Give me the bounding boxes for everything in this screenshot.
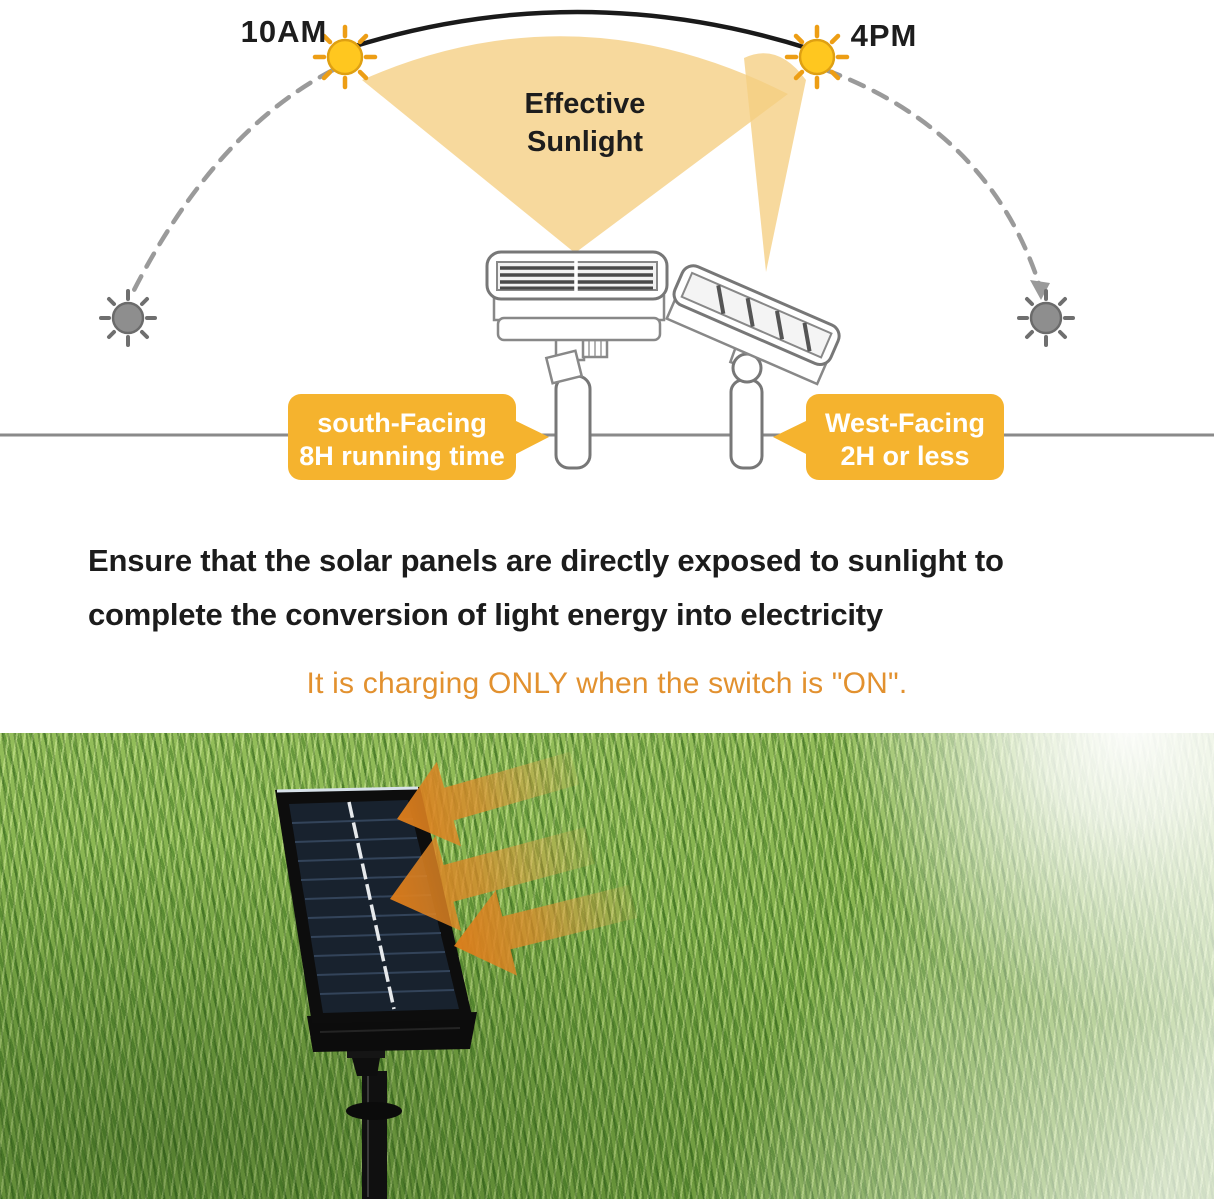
west-facing-panel-sketch [665,264,841,470]
sun-icon [312,24,378,90]
west-facing-callout: West-Facing 2H or less [773,394,1004,480]
instruction-line-2: complete the conversion of light energy … [88,597,883,632]
south-facing-callout-line2: 8H running time [299,441,505,471]
solar-panel-photo-device [275,786,477,1199]
effective-sunlight-label-line2: Sunlight [527,126,643,158]
south-facing-callout-line1: south-Facing [317,408,487,438]
dim-sun-icon [99,289,157,347]
effective-sunlight-beam-main [362,36,788,254]
photo-overlay [275,751,638,1199]
sun-icon [784,24,850,90]
sun-path-arc-dashed-right [823,67,1044,293]
sunlight-arrow-icon [454,884,638,976]
dim-sun-icon [1017,289,1075,347]
south-facing-panel-sketch [485,250,669,470]
instruction-line-1: Ensure that the solar panels are directl… [88,543,1004,578]
sun-path-arc-solid [349,9,813,52]
sun-path-arc-dashed-left [127,67,336,301]
sun-path-diagram: 10AM 4PM Effective Sunlight [0,9,1214,480]
west-facing-callout-line1: West-Facing [825,408,985,438]
south-facing-callout: south-Facing 8H running time [288,394,549,480]
effective-sunlight-beam-west [744,53,806,272]
solar-panel-photo [0,733,1214,1199]
time-label-right: 4PM [851,18,918,53]
sunlight-arrow-icon [397,751,580,847]
sunlight-arrow-icon [390,826,596,931]
arc-arrowhead [1030,280,1050,300]
time-label-left: 10AM [241,14,328,49]
west-facing-callout-line2: 2H or less [840,441,969,471]
charging-note: It is charging ONLY when the switch is "… [306,667,908,700]
effective-sunlight-label-line1: Effective [525,88,646,120]
